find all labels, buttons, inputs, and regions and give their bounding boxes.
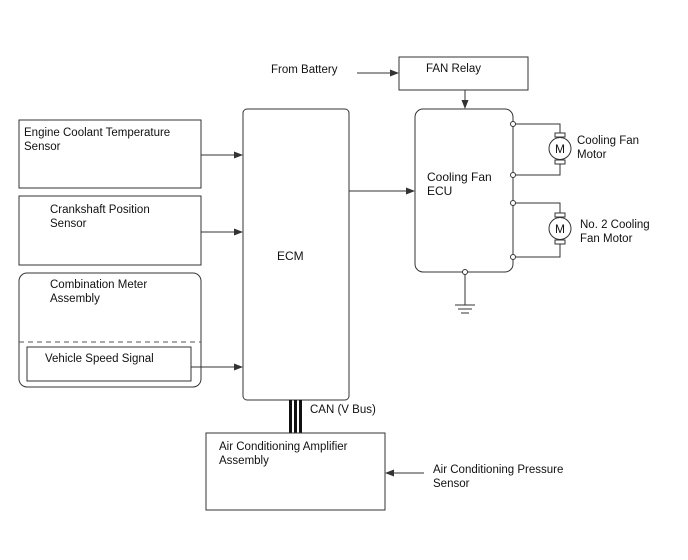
vehicle-speed-signal-box: [26, 346, 192, 382]
motor2-terminal-bottom: [510, 254, 516, 260]
motor1-terminal-bottom: [510, 172, 516, 178]
fan-relay-label: FAN Relay: [426, 63, 481, 75]
engine-coolant-label-line1: Engine Coolant Temperature: [24, 127, 170, 139]
crankshaft-label-line2: Sensor: [50, 218, 87, 230]
cooling-fan-ecu-label-line2: ECU: [427, 184, 452, 198]
coolant-to-ecm-arrow: [234, 151, 243, 159]
engine-coolant-sensor-box: [18, 119, 202, 189]
motor1-m-letter: M: [555, 142, 565, 156]
motor1-brush-bottom: [554, 159, 566, 165]
motor2-wire-bottom: [515, 243, 561, 258]
combination-meter-label-line1: Combination Meter: [50, 279, 147, 291]
can-bus-wire-1: [289, 400, 292, 433]
ac-amplifier-label-line1: Air Conditioning Amplifier: [219, 441, 348, 453]
motor2-symbol: [548, 217, 572, 240]
ecu-ground-terminal: [462, 269, 468, 275]
can-bus-label: CAN (V Bus): [310, 404, 376, 416]
motor2-brush-top: [554, 212, 566, 218]
motor1-wire-bottom: [515, 163, 561, 176]
motor1-terminal-top: [510, 121, 516, 127]
crankshaft-label-line1: Crankshaft Position: [50, 204, 150, 216]
motor2-terminal-top: [510, 200, 516, 206]
pressure-to-amp-arrow: [385, 469, 394, 477]
vehicle-speed-signal-label: Vehicle Speed Signal: [45, 353, 154, 365]
crankshaft-sensor-box: [18, 195, 202, 266]
relay-to-ecu-arrow: [461, 100, 469, 109]
battery-to-relay-arrow: [390, 69, 399, 77]
can-bus-wire-3: [299, 400, 302, 433]
speed-to-ecm-arrow: [234, 363, 243, 371]
ac-pressure-sensor-label-line2: Sensor: [433, 478, 470, 490]
motor2-m-letter: M: [555, 222, 565, 236]
motor2-brush-bottom: [554, 239, 566, 245]
motor1-symbol: [548, 137, 572, 160]
ecm-to-ecu-arrow: [406, 187, 415, 195]
motor1-wire-top: [515, 123, 561, 133]
combination-meter-label-line2: Assembly: [50, 293, 100, 305]
motor2-wire-top: [515, 202, 561, 213]
cooling-fan-motor-label-line1: Cooling Fan: [577, 135, 639, 147]
no2-cooling-fan-motor-label-line1: No. 2 Cooling: [580, 219, 650, 231]
engine-coolant-label-line2: Sensor: [24, 141, 61, 153]
cooling-fan-motor-label-line2: Motor: [577, 149, 607, 161]
ac-pressure-sensor-label-line1: Air Conditioning Pressure: [433, 464, 563, 476]
ac-amplifier-label-line2: Assembly: [219, 455, 269, 467]
from-battery-label: From Battery: [271, 64, 338, 76]
fan-relay-box: [398, 56, 529, 91]
crankshaft-to-ecm-arrow: [234, 228, 243, 236]
no2-cooling-fan-motor-label-line2: Fan Motor: [580, 233, 633, 245]
cooling-fan-ecu-label-line1: Cooling Fan: [427, 170, 492, 184]
motor1-brush-top: [554, 132, 566, 138]
ac-amplifier-box: [205, 432, 386, 511]
can-bus-wire-2: [294, 400, 297, 433]
ecm-label: ECM: [277, 249, 304, 263]
